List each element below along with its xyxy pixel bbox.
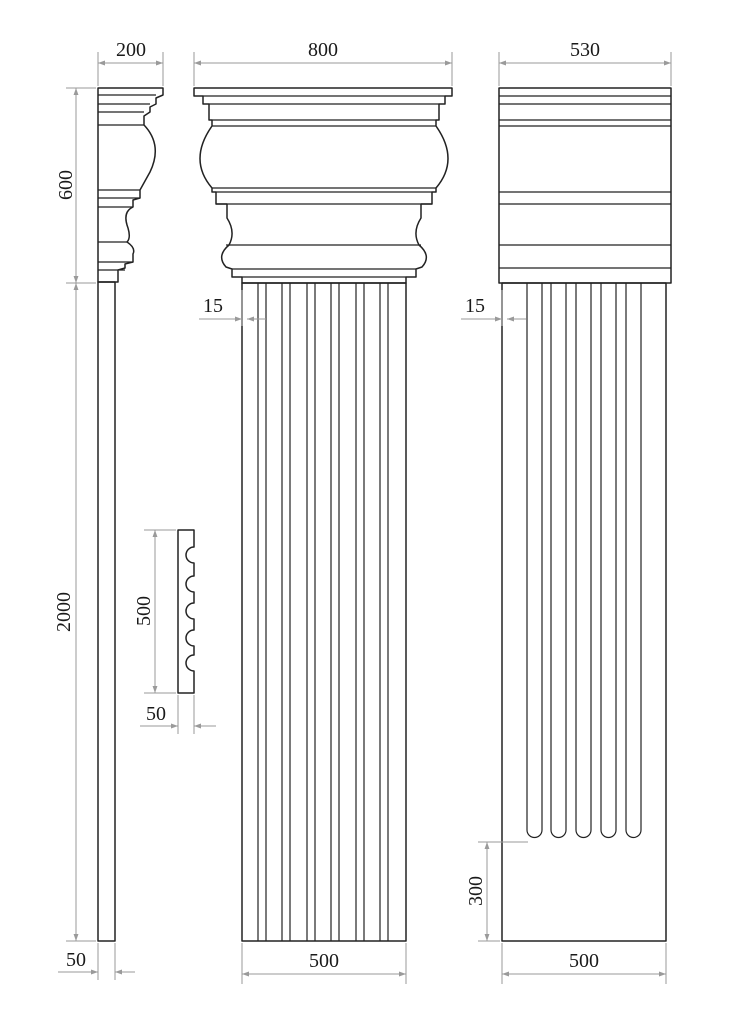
dim-label-side-shaft-width: 50: [66, 949, 86, 971]
right-flute-5: [625, 283, 642, 839]
front-view: [193, 87, 453, 942]
front-flutes: [257, 283, 389, 941]
right-capital: [498, 87, 672, 284]
dim-label-side-capital-width: 200: [116, 39, 146, 61]
side-shaft: [97, 281, 116, 942]
dim-label-shaft-height: 2000: [53, 592, 75, 632]
side-capital: [97, 87, 164, 283]
right-flutes: [526, 283, 642, 839]
flute-profile-detail: [177, 529, 195, 694]
dim-shaft-height: 2000: [53, 283, 96, 942]
right-shaft: [501, 282, 667, 942]
dim-front-flute-offset: 15: [199, 290, 266, 326]
dim-label-front-flute-offset: 15: [203, 295, 223, 317]
dimension-lines: 200 800 530 600 2000: [53, 39, 672, 984]
front-shaft: [241, 282, 407, 942]
right-flute-3: [575, 283, 592, 839]
dim-label-profile-height: 500: [133, 596, 155, 626]
dim-label-front-shaft-width: 500: [309, 950, 339, 972]
dim-right-capital-width: 530: [498, 39, 672, 86]
side-view: [97, 87, 164, 942]
dim-front-shaft-width: 500: [241, 943, 407, 984]
dim-flute-unflued-height: 300: [465, 841, 528, 942]
dim-profile-depth: 50: [140, 695, 216, 734]
dim-label-right-flute-offset: 15: [465, 295, 485, 317]
right-view: [498, 87, 672, 942]
right-flute-2: [550, 283, 567, 839]
dim-side-capital-width: 200: [97, 39, 164, 86]
dim-profile-height: 500: [133, 529, 176, 694]
dim-right-flute-offset: 15: [461, 290, 526, 326]
front-capital: [193, 87, 453, 284]
dim-capital-height: 600: [55, 87, 96, 284]
dim-label-profile-depth: 50: [146, 703, 166, 725]
dim-label-capital-height: 600: [55, 170, 77, 200]
right-flute-1: [526, 283, 543, 839]
dim-side-shaft-width: 50: [58, 943, 135, 980]
dim-right-shaft-width: 500: [501, 943, 667, 984]
dim-label-right-shaft-width: 500: [569, 950, 599, 972]
dim-label-flute-unflued-height: 300: [465, 876, 487, 906]
dim-front-capital-width: 800: [193, 39, 453, 86]
dim-label-right-capital-width: 530: [570, 39, 600, 61]
right-flute-4: [600, 283, 617, 839]
dim-label-front-capital-width: 800: [308, 39, 338, 61]
